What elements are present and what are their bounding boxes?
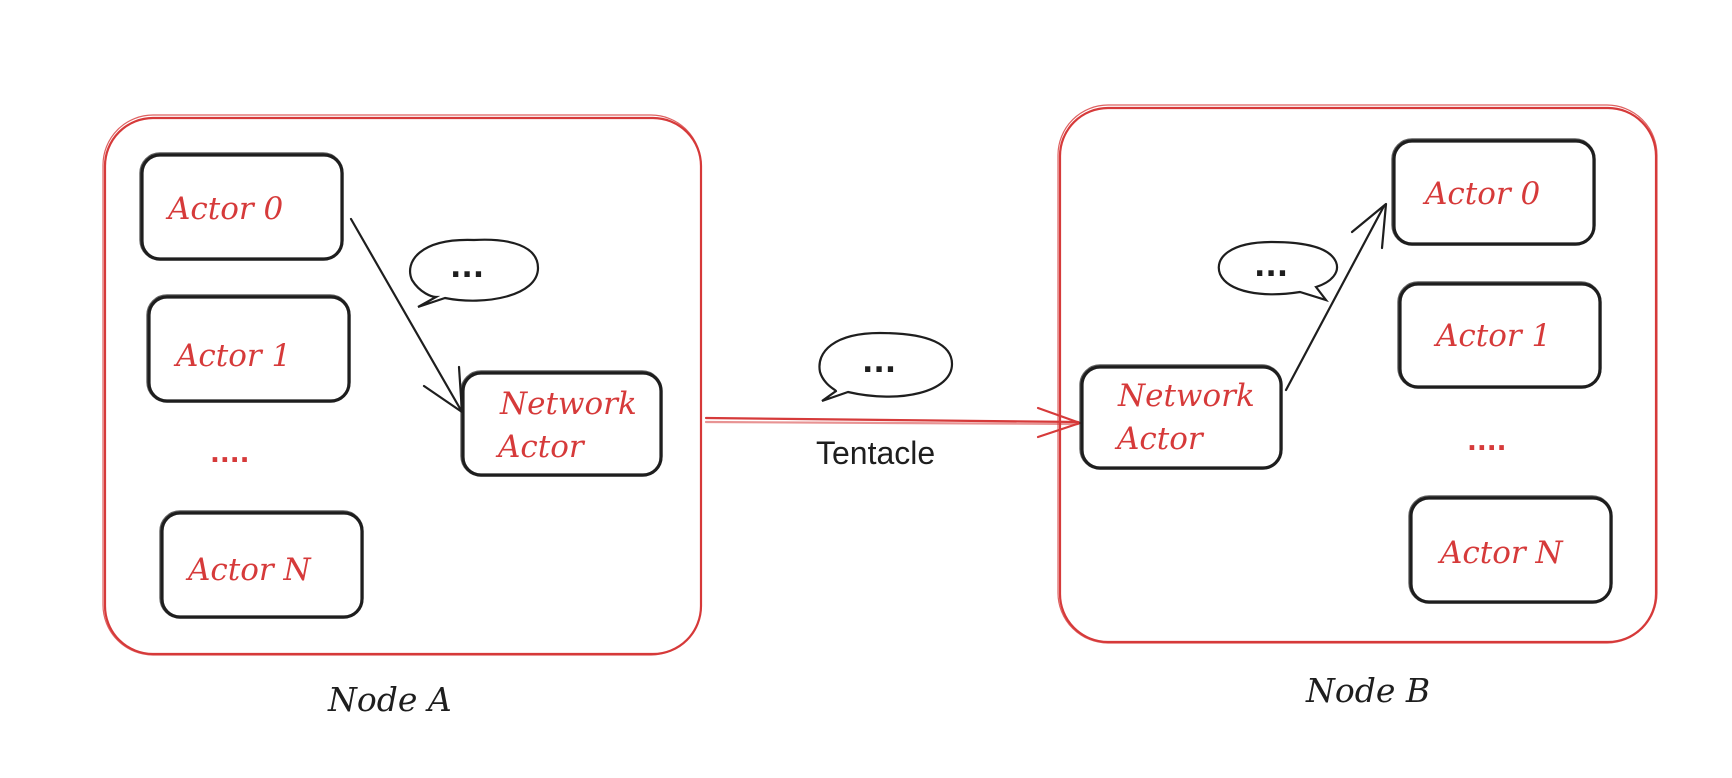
node-a-frame-sketch — [102, 114, 702, 656]
actor-box — [140, 153, 344, 261]
network-actor-box — [461, 371, 663, 477]
actor-box — [1409, 496, 1613, 604]
actor-box-sketch — [1408, 495, 1613, 604]
actor-label: Actor 1 — [173, 338, 291, 374]
node-a-actor-1: Actor 1 — [146, 294, 351, 403]
node-a-actor-0: Actor 0 — [139, 152, 344, 261]
node-b-frame — [1058, 106, 1658, 644]
tentacle-label: Tentacle — [816, 435, 935, 471]
node-b-message-bubble: ... — [1217, 240, 1339, 303]
link-message-bubble: ... — [818, 331, 954, 403]
network-actor-box-sketch — [460, 370, 663, 477]
network-actor-box — [1080, 365, 1283, 470]
actor-label: Actor 0 — [1422, 176, 1540, 212]
actor-box-sketch — [146, 294, 351, 403]
node-b: Network Actor Actor 0 Actor 1 .... Actor… — [1057, 104, 1658, 710]
actor-box — [147, 295, 351, 403]
actor-box — [1398, 282, 1602, 389]
node-b-actor-n: Actor N — [1408, 495, 1613, 604]
actor-box — [1392, 139, 1596, 246]
tentacle-link: Tentacle ... — [704, 331, 1082, 471]
actor-box — [160, 511, 364, 619]
node-b-label: Node B — [1305, 671, 1430, 710]
speech-bubble-icon — [409, 238, 540, 309]
node-a-label: Node A — [327, 680, 452, 719]
actor-label: Actor N — [185, 552, 313, 588]
actor-label: Actor 1 — [1433, 318, 1551, 354]
actor-box-sketch — [159, 510, 364, 619]
actor-box-sketch — [1397, 281, 1602, 389]
actor-label: Actor N — [1437, 535, 1565, 571]
speech-bubble-icon — [818, 331, 954, 403]
bubble-dots: ... — [862, 345, 896, 380]
network-actor-label-line2: Actor — [495, 429, 586, 465]
speech-bubble-icon — [1217, 240, 1339, 303]
bubble-dots: ... — [1254, 249, 1288, 284]
node-a-ellipsis: .... — [210, 439, 250, 469]
node-a: Actor 0 Actor 1 .... Actor N Network Act… — [102, 114, 703, 719]
node-b-network-actor: Network Actor — [1079, 364, 1283, 470]
node-a-actor-n: Actor N — [159, 510, 364, 619]
node-b-ellipsis: .... — [1467, 427, 1507, 457]
node-b-arrow — [1284, 202, 1388, 392]
network-actor-box-sketch — [1079, 364, 1283, 470]
node-a-arrow — [349, 217, 464, 414]
tentacle-arrow — [704, 416, 1080, 424]
actor-box-sketch — [1391, 138, 1596, 246]
network-actor-label-line2: Actor — [1114, 421, 1205, 457]
actor-label: Actor 0 — [165, 191, 283, 227]
bubble-dots: ... — [450, 250, 484, 285]
node-b-actor-0: Actor 0 — [1391, 138, 1596, 246]
network-actor-label-line1: Network — [499, 386, 637, 422]
node-b-frame-sketch — [1057, 104, 1658, 644]
node-a-network-actor: Network Actor — [460, 370, 663, 477]
actor-box-sketch — [139, 152, 344, 261]
network-actor-label-line1: Network — [1117, 378, 1255, 414]
node-b-actor-1: Actor 1 — [1397, 281, 1602, 389]
node-a-message-bubble: ... — [409, 238, 540, 309]
